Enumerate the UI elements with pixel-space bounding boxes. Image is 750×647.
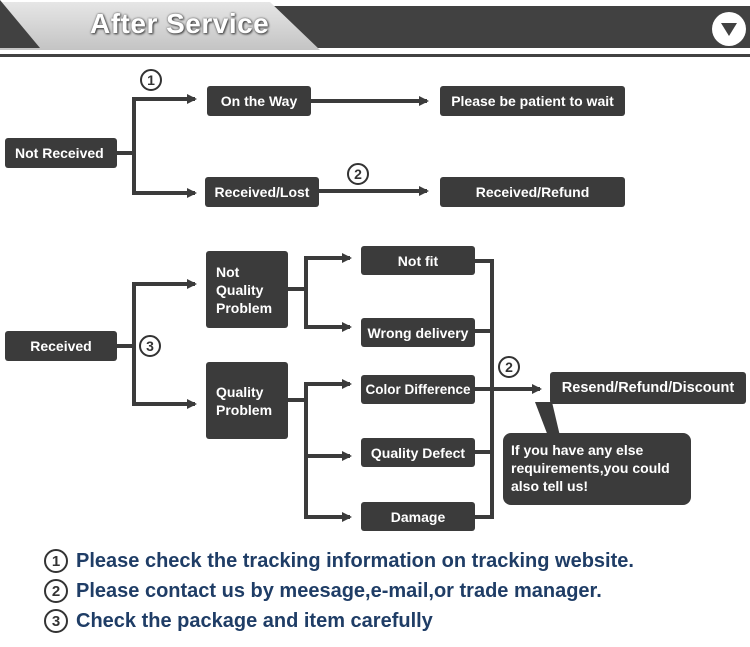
page-title: After Service bbox=[90, 8, 270, 39]
box-received: Received bbox=[5, 331, 117, 361]
box-received-lost: Received/Lost bbox=[205, 177, 319, 207]
connector-to-quality bbox=[132, 346, 197, 409]
header-tab bbox=[0, 2, 320, 50]
connector-to-damage bbox=[304, 400, 352, 522]
note-text: Please check the tracking information on… bbox=[76, 549, 634, 572]
step-marker-2-bottom: 2 bbox=[498, 356, 520, 378]
box-wrong-delivery: Wrong delivery bbox=[361, 318, 475, 347]
step-marker-2-top: 2 bbox=[347, 163, 369, 185]
connector-to-wrongdelivery bbox=[304, 289, 352, 332]
connector-to-colordiff bbox=[304, 379, 352, 400]
header-divider bbox=[0, 54, 750, 57]
box-received-refund: Received/Refund bbox=[440, 177, 625, 207]
step-marker-1: 1 bbox=[140, 69, 162, 91]
note-text: Please contact us by meesage,e-mail,or t… bbox=[76, 579, 602, 602]
step-marker-3: 3 bbox=[139, 335, 161, 357]
box-on-the-way: On the Way bbox=[207, 86, 311, 116]
connector-to-qualitydefect bbox=[304, 400, 352, 461]
box-damage: Damage bbox=[361, 502, 475, 531]
chevron-down-icon[interactable] bbox=[712, 12, 746, 46]
bubble-pointer bbox=[535, 402, 560, 436]
box-quality-defect: Quality Defect bbox=[361, 438, 475, 467]
connector-to-receivedlost bbox=[132, 153, 197, 198]
chevron-down-glyph bbox=[721, 23, 737, 36]
box-not-fit: Not fit bbox=[361, 246, 475, 275]
note-number: 3 bbox=[44, 609, 68, 633]
note-item: 1 Please check the tracking information … bbox=[44, 546, 634, 576]
connector-to-notquality bbox=[132, 279, 197, 346]
note-number: 1 bbox=[44, 549, 68, 573]
box-please-wait: Please be patient to wait bbox=[440, 86, 625, 116]
note-text: Check the package and item carefully bbox=[76, 609, 433, 632]
box-color-difference: Color Difference bbox=[361, 375, 475, 404]
connector-to-notfit bbox=[304, 253, 352, 289]
requirements-bubble: If you have any else requirements,you co… bbox=[503, 433, 691, 505]
box-resend-refund-discount: Resend/Refund/Discount bbox=[550, 372, 746, 404]
note-number: 2 bbox=[44, 579, 68, 603]
notes-list: 1 Please check the tracking information … bbox=[44, 546, 634, 636]
box-not-received: Not Received bbox=[5, 138, 117, 168]
note-item: 2 Please contact us by meesage,e-mail,or… bbox=[44, 576, 634, 606]
connector-to-ontheway bbox=[132, 94, 197, 153]
header: After Service bbox=[0, 0, 750, 58]
box-not-quality-problem: Not Quality Problem bbox=[206, 251, 288, 328]
note-item: 3 Check the package and item carefully bbox=[44, 606, 634, 636]
box-quality-problem: Quality Problem bbox=[206, 362, 288, 439]
